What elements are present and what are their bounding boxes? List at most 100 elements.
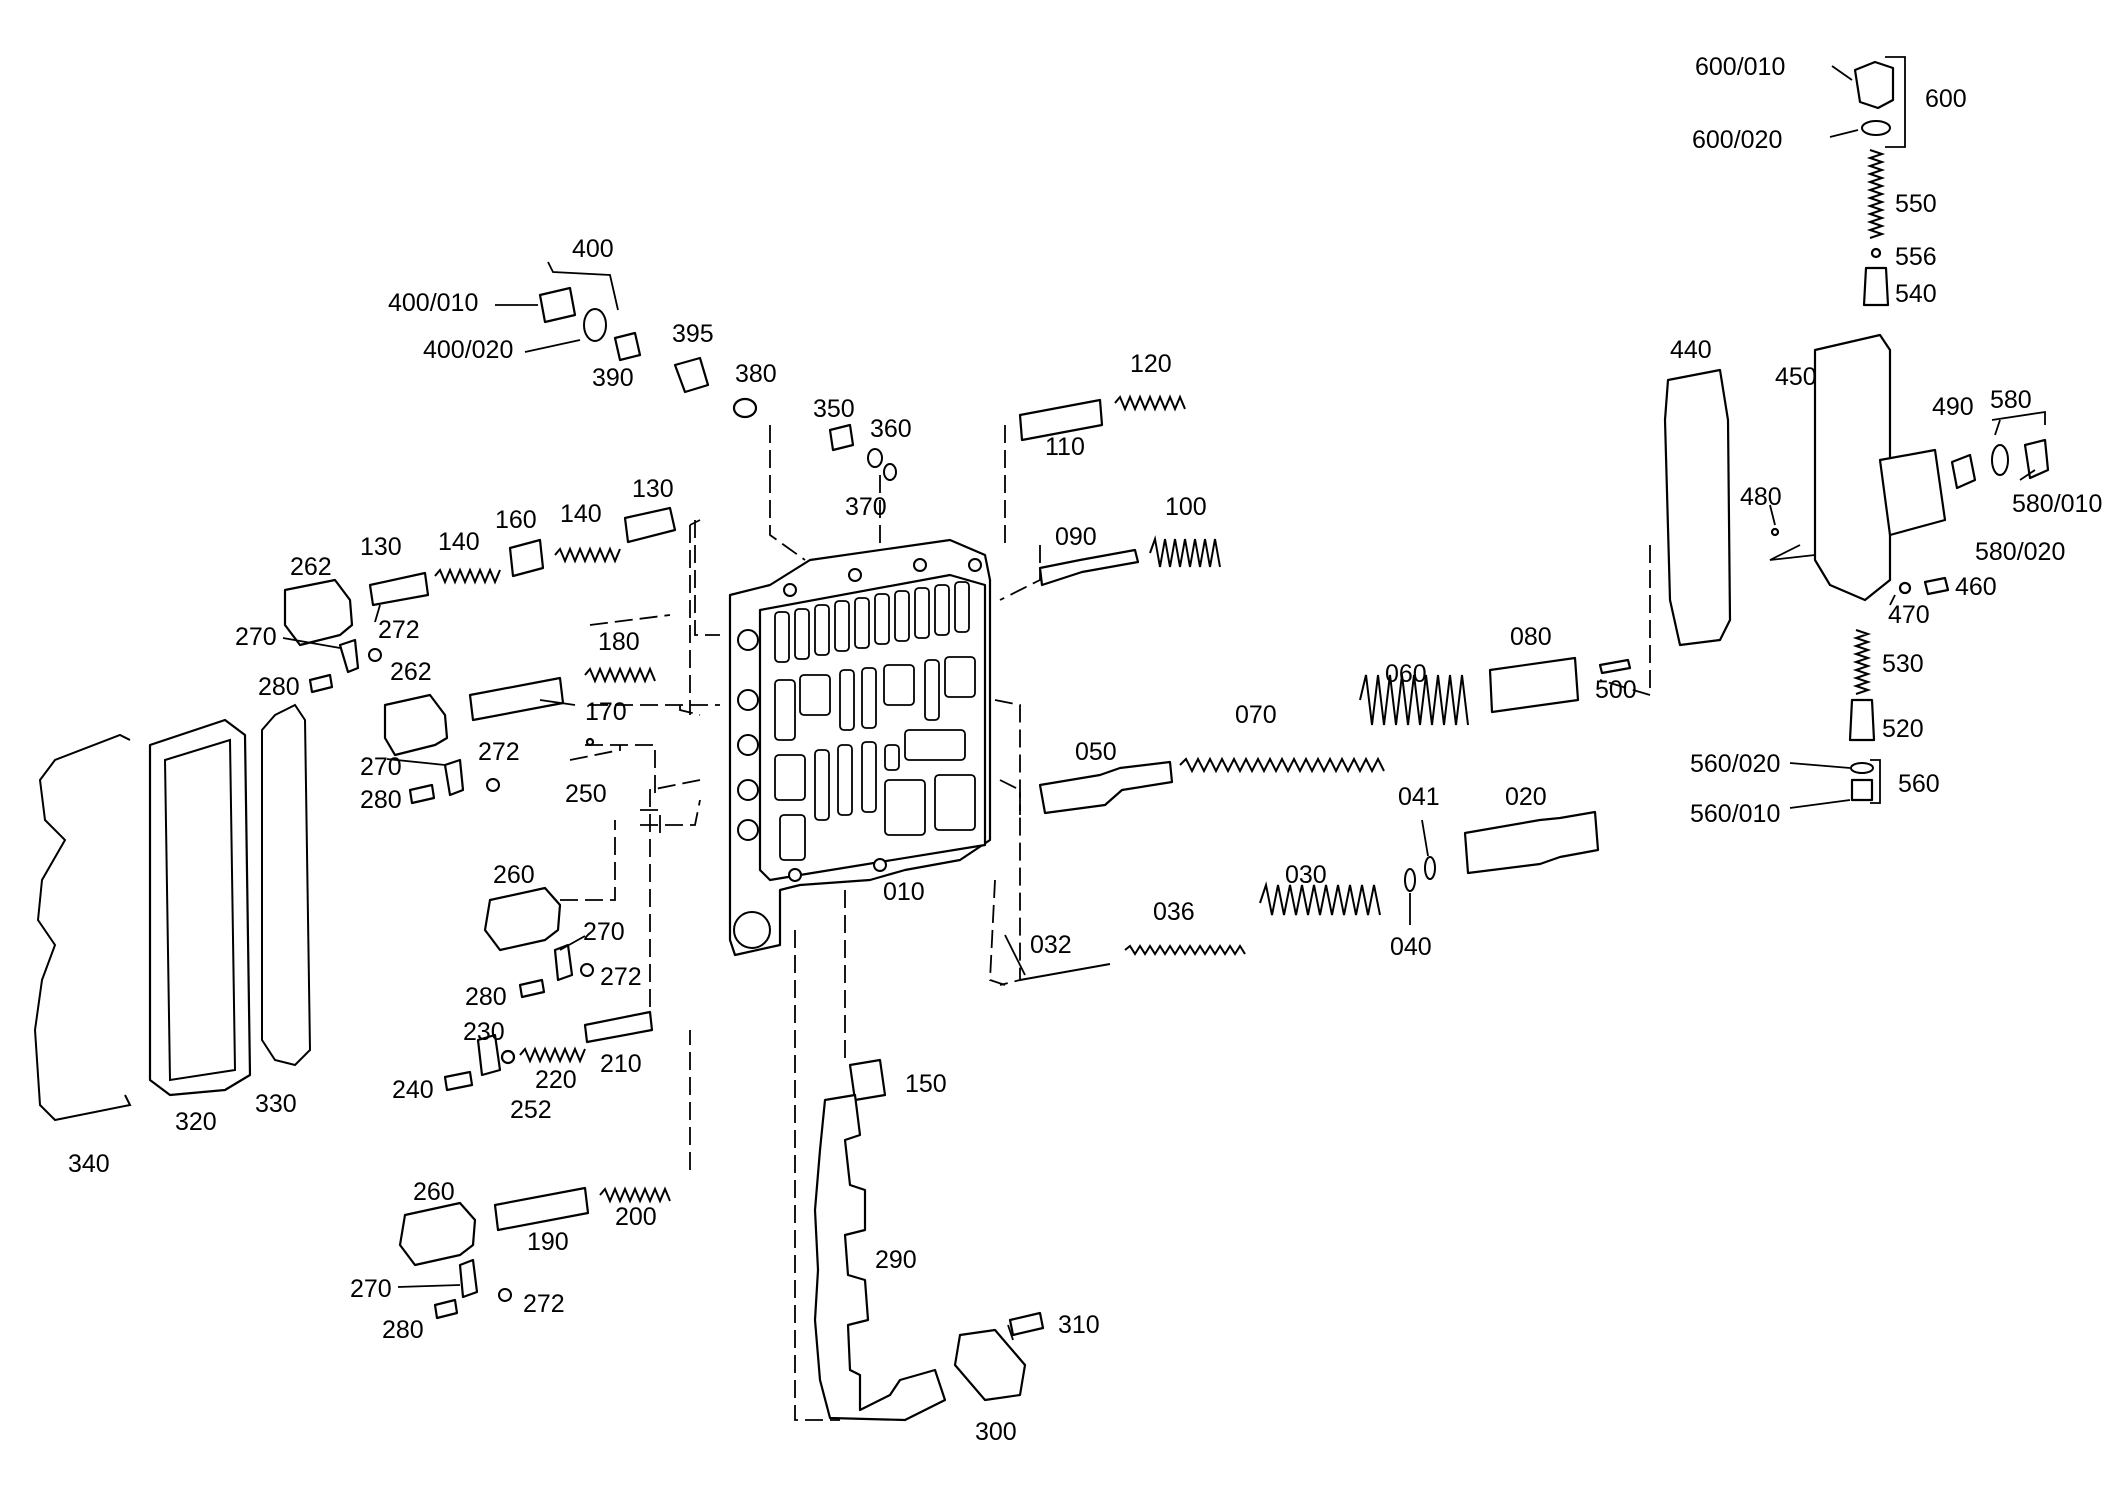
spring-530 [1852, 629, 1872, 695]
spring-140-left [434, 567, 501, 585]
spring-220 [519, 1046, 586, 1064]
label-580-020: 580/020 [1975, 538, 2065, 566]
label-020: 020 [1505, 783, 1547, 811]
solenoid-260-mid [483, 886, 562, 952]
plug-350 [828, 423, 855, 452]
label-350: 350 [813, 395, 855, 423]
spring-120 [1114, 394, 1186, 412]
spring-030 [1259, 881, 1381, 916]
bolt-240 [443, 1070, 474, 1092]
label-310: 310 [1058, 1311, 1100, 1339]
label-270-low: 270 [583, 918, 625, 946]
piston-540 [1862, 266, 1890, 307]
label-060: 060 [1385, 660, 1427, 688]
sleeve-080 [1488, 656, 1580, 714]
solenoid-260-low [398, 1201, 477, 1267]
parts-layer [33, 60, 2050, 1422]
solenoid-262-mid [383, 693, 449, 757]
washer-272-low [580, 963, 594, 977]
bracket-270-mid [443, 758, 465, 797]
label-240: 240 [392, 1076, 434, 1104]
spring-180 [584, 666, 656, 684]
bracket-270-low [553, 943, 574, 982]
label-390: 390 [592, 364, 634, 392]
label-200: 200 [615, 1203, 657, 1231]
label-600: 600 [1925, 85, 1967, 113]
ring-040 [1404, 868, 1416, 892]
spring-070 [1179, 756, 1385, 774]
label-600-010: 600/010 [1695, 53, 1785, 81]
label-280-mid: 280 [360, 786, 402, 814]
label-100: 100 [1165, 493, 1207, 521]
label-230: 230 [463, 1018, 505, 1046]
label-556: 556 [1895, 243, 1937, 271]
label-460: 460 [1955, 573, 1997, 601]
washer-272-top [368, 648, 382, 662]
label-340: 340 [68, 1150, 110, 1178]
leader-lines [282, 56, 2046, 1341]
label-180: 180 [598, 628, 640, 656]
plug-390 [613, 331, 642, 362]
bracket-270-bottom [458, 1258, 479, 1299]
cover-300 [953, 1328, 1027, 1402]
bolt-280-bottom [433, 1298, 459, 1320]
label-370: 370 [845, 493, 887, 521]
assembly-guide-lines [560, 425, 1651, 1421]
ball-470 [1898, 581, 1912, 595]
valve-520 [1848, 698, 1876, 742]
valve-490 [1950, 453, 1977, 490]
valve-210 [583, 1010, 654, 1044]
label-520: 520 [1882, 715, 1924, 743]
valve-130-top [623, 506, 677, 544]
label-040: 040 [1390, 933, 1432, 961]
wiring-harness-290 [813, 1093, 947, 1422]
label-395: 395 [672, 320, 714, 348]
wire-clip-340 [33, 733, 132, 1122]
label-490: 490 [1932, 393, 1974, 421]
label-272-top: 272 [378, 616, 420, 644]
label-130-top: 130 [632, 475, 674, 503]
label-272-mid: 272 [478, 738, 520, 766]
label-032: 032 [1030, 931, 1072, 959]
valve-body-010 [728, 538, 992, 957]
label-540: 540 [1895, 280, 1937, 308]
label-036: 036 [1153, 898, 1195, 926]
label-450: 450 [1775, 363, 1817, 391]
label-280-bottom: 280 [382, 1316, 424, 1344]
valve-050 [1038, 760, 1174, 815]
label-272-low: 272 [600, 963, 642, 991]
label-050: 050 [1075, 738, 1117, 766]
label-030: 030 [1285, 861, 1327, 889]
spring-100 [1149, 535, 1221, 568]
label-272-bottom: 272 [523, 1290, 565, 1318]
label-360: 360 [870, 415, 912, 443]
plug-400-010 [538, 286, 577, 324]
label-440: 440 [1670, 336, 1712, 364]
block-150 [848, 1058, 887, 1102]
ring-370 [883, 463, 897, 481]
label-560: 560 [1898, 770, 1940, 798]
label-550: 550 [1895, 190, 1937, 218]
plug-380 [732, 397, 758, 419]
plug-580-010 [2023, 438, 2050, 480]
pin-500 [1598, 658, 1632, 675]
label-270-bottom: 270 [350, 1275, 392, 1303]
label-130-left: 130 [360, 533, 402, 561]
label-280-top: 280 [258, 673, 300, 701]
pan-320 [148, 718, 252, 1097]
label-160: 160 [495, 506, 537, 534]
ring-041 [1424, 856, 1436, 880]
label-470: 470 [1888, 601, 1930, 629]
label-600-020: 600/020 [1692, 126, 1782, 154]
label-400-020: 400/020 [423, 336, 513, 364]
seal-580-020 [1991, 444, 2009, 476]
label-210: 210 [600, 1050, 642, 1078]
label-290: 290 [875, 1246, 917, 1274]
bolt-280-top [308, 673, 334, 694]
bolt-310 [1008, 1311, 1045, 1337]
seal-400-020 [583, 308, 607, 342]
bolt-460 [1923, 576, 1950, 596]
cover-230 [476, 1033, 502, 1077]
ball-556 [1870, 247, 1882, 259]
